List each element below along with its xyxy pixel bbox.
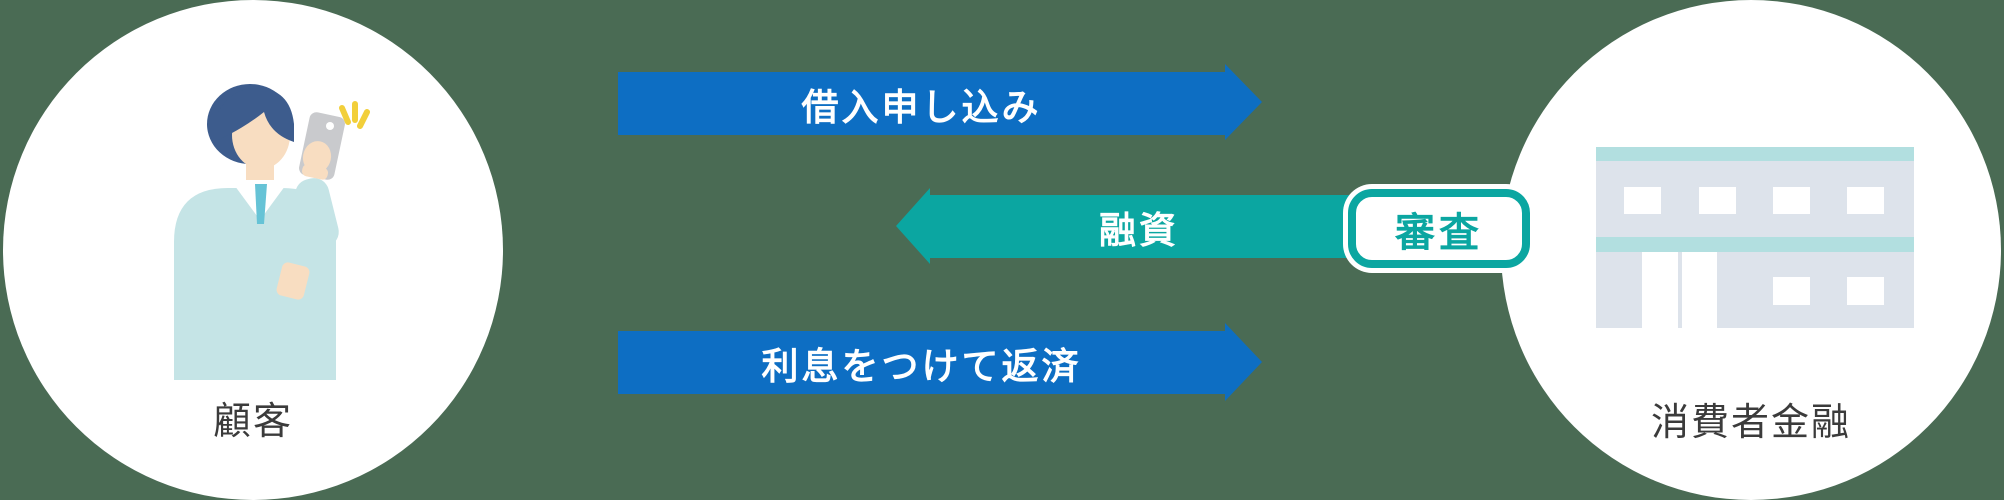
customer-icon (174, 84, 370, 380)
financing-arrowhead-icon (896, 188, 930, 264)
screening-badge: 審査 (1348, 189, 1530, 268)
lender-label: 消費者金融 (1650, 400, 1851, 444)
financing-arrow-label: 融資 (1099, 208, 1179, 252)
building-windows-lower (1773, 277, 1884, 305)
application-arrowhead-icon (1225, 64, 1262, 140)
customer-label: 顧客 (212, 399, 293, 443)
building-door (1642, 252, 1717, 328)
application-arrow: 借入申し込み (618, 64, 1262, 141)
repayment-arrowhead-icon (1225, 323, 1262, 401)
application-arrow-label: 借入申し込み (801, 85, 1042, 129)
repayment-arrow-label: 利息をつけて返済 (761, 344, 1082, 388)
repayment-arrow-body: 利息をつけて返済 (618, 331, 1225, 394)
repayment-arrow: 利息をつけて返済 (618, 323, 1262, 401)
application-arrow-body: 借入申し込み (618, 72, 1225, 135)
sparkles-icon (339, 101, 370, 129)
office-building-icon (1596, 147, 1914, 328)
smartphone-icon (299, 112, 345, 180)
person-body-icon (174, 84, 339, 380)
screening-badge-label: 審査 (1395, 209, 1483, 256)
building-windows-upper (1624, 187, 1884, 214)
